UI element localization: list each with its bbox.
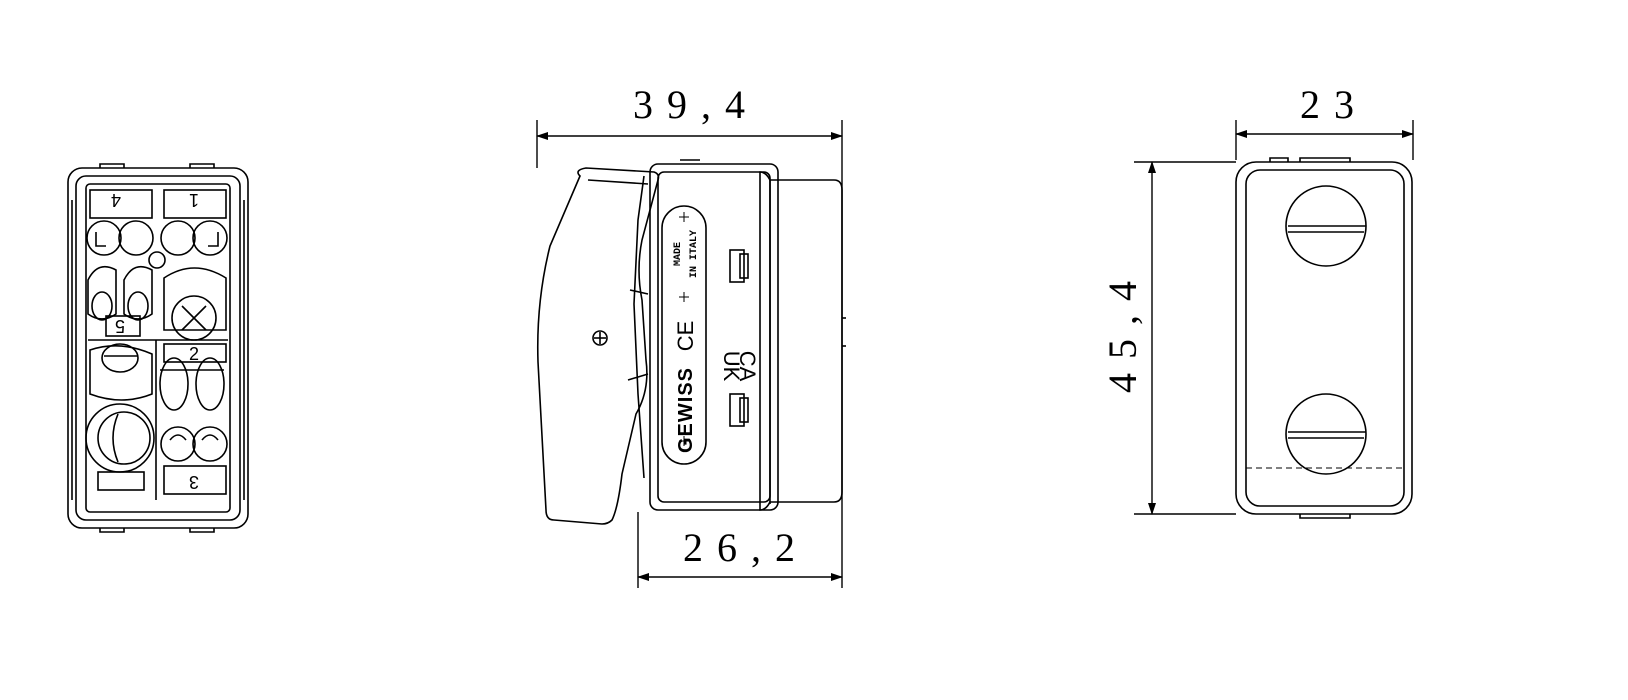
ukca-mark-line2: CA bbox=[735, 351, 760, 382]
made-in-italy-line1: MADE bbox=[673, 242, 684, 266]
ukca-mark-line1: UK bbox=[719, 351, 744, 382]
rear-view bbox=[1235, 157, 1413, 519]
rear-dimensions bbox=[1134, 120, 1414, 515]
side-dimensions bbox=[536, 120, 843, 588]
dimension-rear-width: 23 bbox=[1300, 82, 1368, 127]
brand-logo: GEWISS bbox=[675, 367, 697, 453]
side-view bbox=[536, 159, 846, 525]
front-view bbox=[67, 163, 249, 533]
terminal-number-3: 3 bbox=[189, 472, 199, 492]
dimension-body-depth: 26,2 bbox=[683, 525, 809, 570]
side-markings: MADE IN ITALY CE GEWISS UK CA bbox=[673, 230, 760, 453]
terminal-number-2: 2 bbox=[189, 344, 199, 364]
terminal-number-1: 1 bbox=[189, 190, 199, 210]
ce-mark: CE bbox=[673, 321, 698, 352]
terminal-labels: 4 1 5 2 3 bbox=[111, 190, 199, 492]
terminal-number-4: 4 bbox=[111, 190, 121, 210]
dimension-overall-depth: 39,4 bbox=[633, 82, 759, 127]
dimension-rear-height: 45,4 bbox=[1100, 267, 1145, 393]
terminal-number-5: 5 bbox=[115, 316, 125, 336]
made-in-italy-line2: IN ITALY bbox=[689, 230, 700, 278]
